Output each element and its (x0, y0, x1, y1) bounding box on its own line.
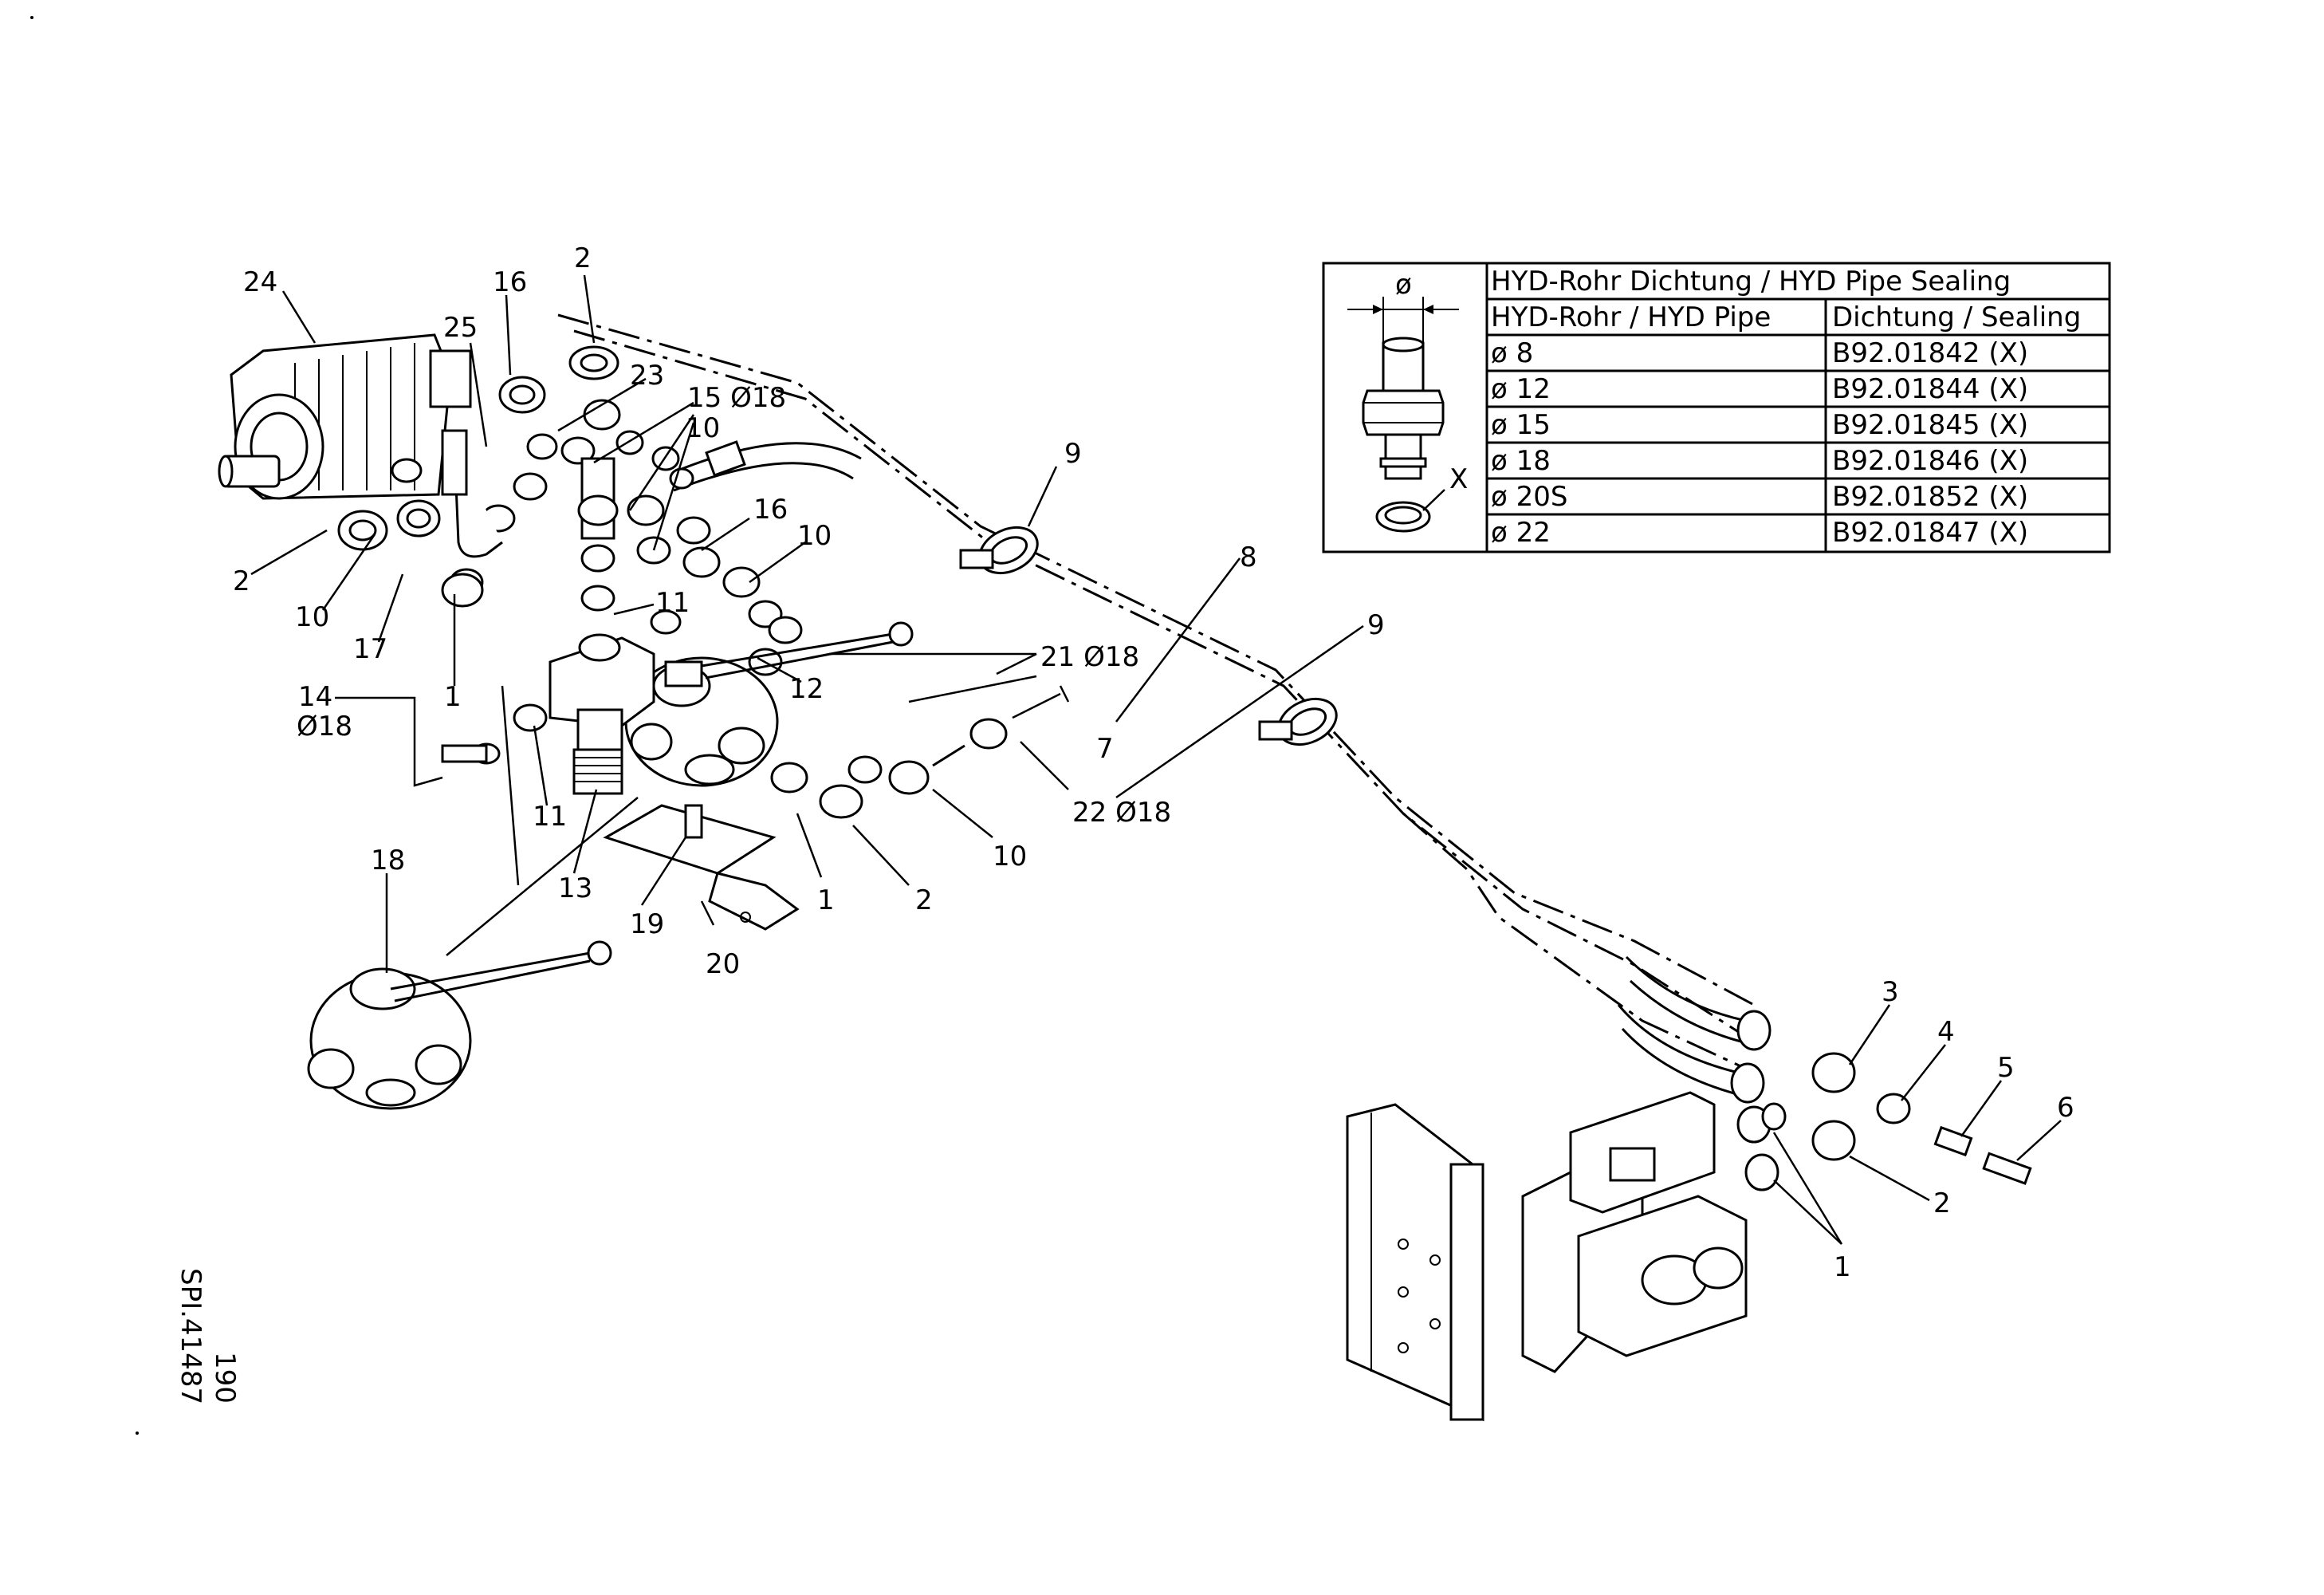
callout-15: 15 Ø18 (687, 382, 786, 414)
table-row-seal: B92.01845 (X) (1832, 409, 2028, 441)
pipe-clamp (959, 526, 1039, 575)
callout-1: 1 (1834, 1251, 1851, 1283)
table-row-seal: B92.01846 (X) (1832, 445, 2028, 477)
elbow-fittings (770, 718, 1008, 819)
callout-17: 17 (353, 633, 387, 665)
callout-9: 9 (1367, 609, 1385, 641)
table-row-pipe: ø 15 (1491, 409, 1551, 441)
callout-11: 11 (655, 587, 690, 619)
pipe-clamp (1258, 697, 1338, 746)
drawing-id: SPI.41487 (175, 1268, 206, 1404)
table-row-seal: B92.01842 (X) (1832, 337, 2028, 369)
table-row-seal: B92.01844 (X) (1832, 373, 2028, 405)
callout-10: 10 (797, 520, 832, 552)
callout-10: 10 (686, 412, 720, 444)
pipe-sealing-table: HYD-Rohr Dichtung / HYD Pipe Sealing HYD… (1322, 262, 2111, 553)
table-title: HYD-Rohr Dichtung / HYD Pipe Sealing (1491, 266, 2011, 297)
callout-8: 8 (1240, 542, 1257, 573)
callout-16: 16 (493, 266, 527, 298)
page-number: 190 (209, 1352, 241, 1404)
callout-4: 4 (1937, 1016, 1955, 1048)
table-header-pipe: HYD-Rohr / HYD Pipe (1491, 301, 1771, 333)
six-way-valve (307, 940, 612, 1110)
callout-14-diameter: Ø18 (297, 711, 352, 742)
callout-21: 21 Ø18 (1040, 641, 1139, 673)
callout-24: 24 (243, 266, 277, 298)
table-row-pipe: ø 8 (1491, 337, 1533, 369)
diameter-symbol: ø (1395, 269, 1412, 301)
callout-1: 1 (444, 681, 462, 713)
callout-18: 18 (371, 845, 405, 876)
callout-22: 22 Ø18 (1072, 797, 1171, 829)
callout-25: 25 (443, 312, 478, 344)
callout-9: 9 (1064, 438, 1082, 470)
callout-6: 6 (2057, 1092, 2074, 1124)
seal-marker-label: X (1449, 463, 1468, 495)
callout-11: 11 (533, 801, 567, 833)
control-valve-block (1346, 1091, 1748, 1422)
drawing-id-block: SPI.41487 190 (175, 1268, 241, 1404)
callout-14: 14 (298, 681, 332, 713)
hydraulic-pump (218, 333, 472, 500)
callout-19: 19 (630, 908, 664, 940)
callout-23: 23 (630, 360, 664, 392)
table-row-seal: B92.01847 (X) (1832, 517, 2028, 549)
right-fittings (1736, 1052, 2032, 1191)
mounting-bracket (603, 804, 800, 931)
callout-3: 3 (1882, 976, 1899, 1008)
table-row-pipe: ø 18 (1491, 445, 1551, 477)
callout-10: 10 (295, 601, 329, 633)
corner-mark (30, 16, 33, 19)
table-row-seal: B92.01852 (X) (1832, 481, 2028, 513)
table-row-pipe: ø 12 (1491, 373, 1551, 405)
callout-13: 13 (558, 872, 592, 904)
callout-16: 16 (753, 494, 788, 526)
hydraulic-hose-upper (673, 440, 862, 492)
pipe-lines (557, 313, 1755, 1070)
callout-2: 2 (233, 565, 250, 597)
hydraulic-hose-lower (1617, 955, 1772, 1104)
pipe-fitting-sketch: ø X (1347, 269, 1468, 533)
callout-2: 2 (1933, 1187, 1951, 1219)
callout-labels: 24 16 2 25 23 15 Ø18 10 9 8 16 10 2 10 1… (233, 242, 2074, 1283)
table-row-pipe: ø 22 (1491, 517, 1551, 549)
table-row-pipe: ø 20S (1491, 481, 1567, 513)
callout-20: 20 (706, 948, 740, 980)
leader-lines (250, 274, 2062, 1245)
diverter-valve (513, 585, 655, 795)
callout-5: 5 (1997, 1052, 2015, 1084)
callout-12: 12 (789, 673, 824, 705)
callout-10: 10 (993, 841, 1027, 872)
callout-2: 2 (915, 884, 933, 916)
callout-7: 7 (1096, 733, 1114, 765)
callout-2: 2 (574, 242, 592, 274)
table-header-seal: Dichtung / Sealing (1832, 301, 2081, 333)
fittings-cluster (337, 345, 803, 765)
callout-1: 1 (817, 884, 835, 916)
corner-mark (136, 1432, 139, 1435)
